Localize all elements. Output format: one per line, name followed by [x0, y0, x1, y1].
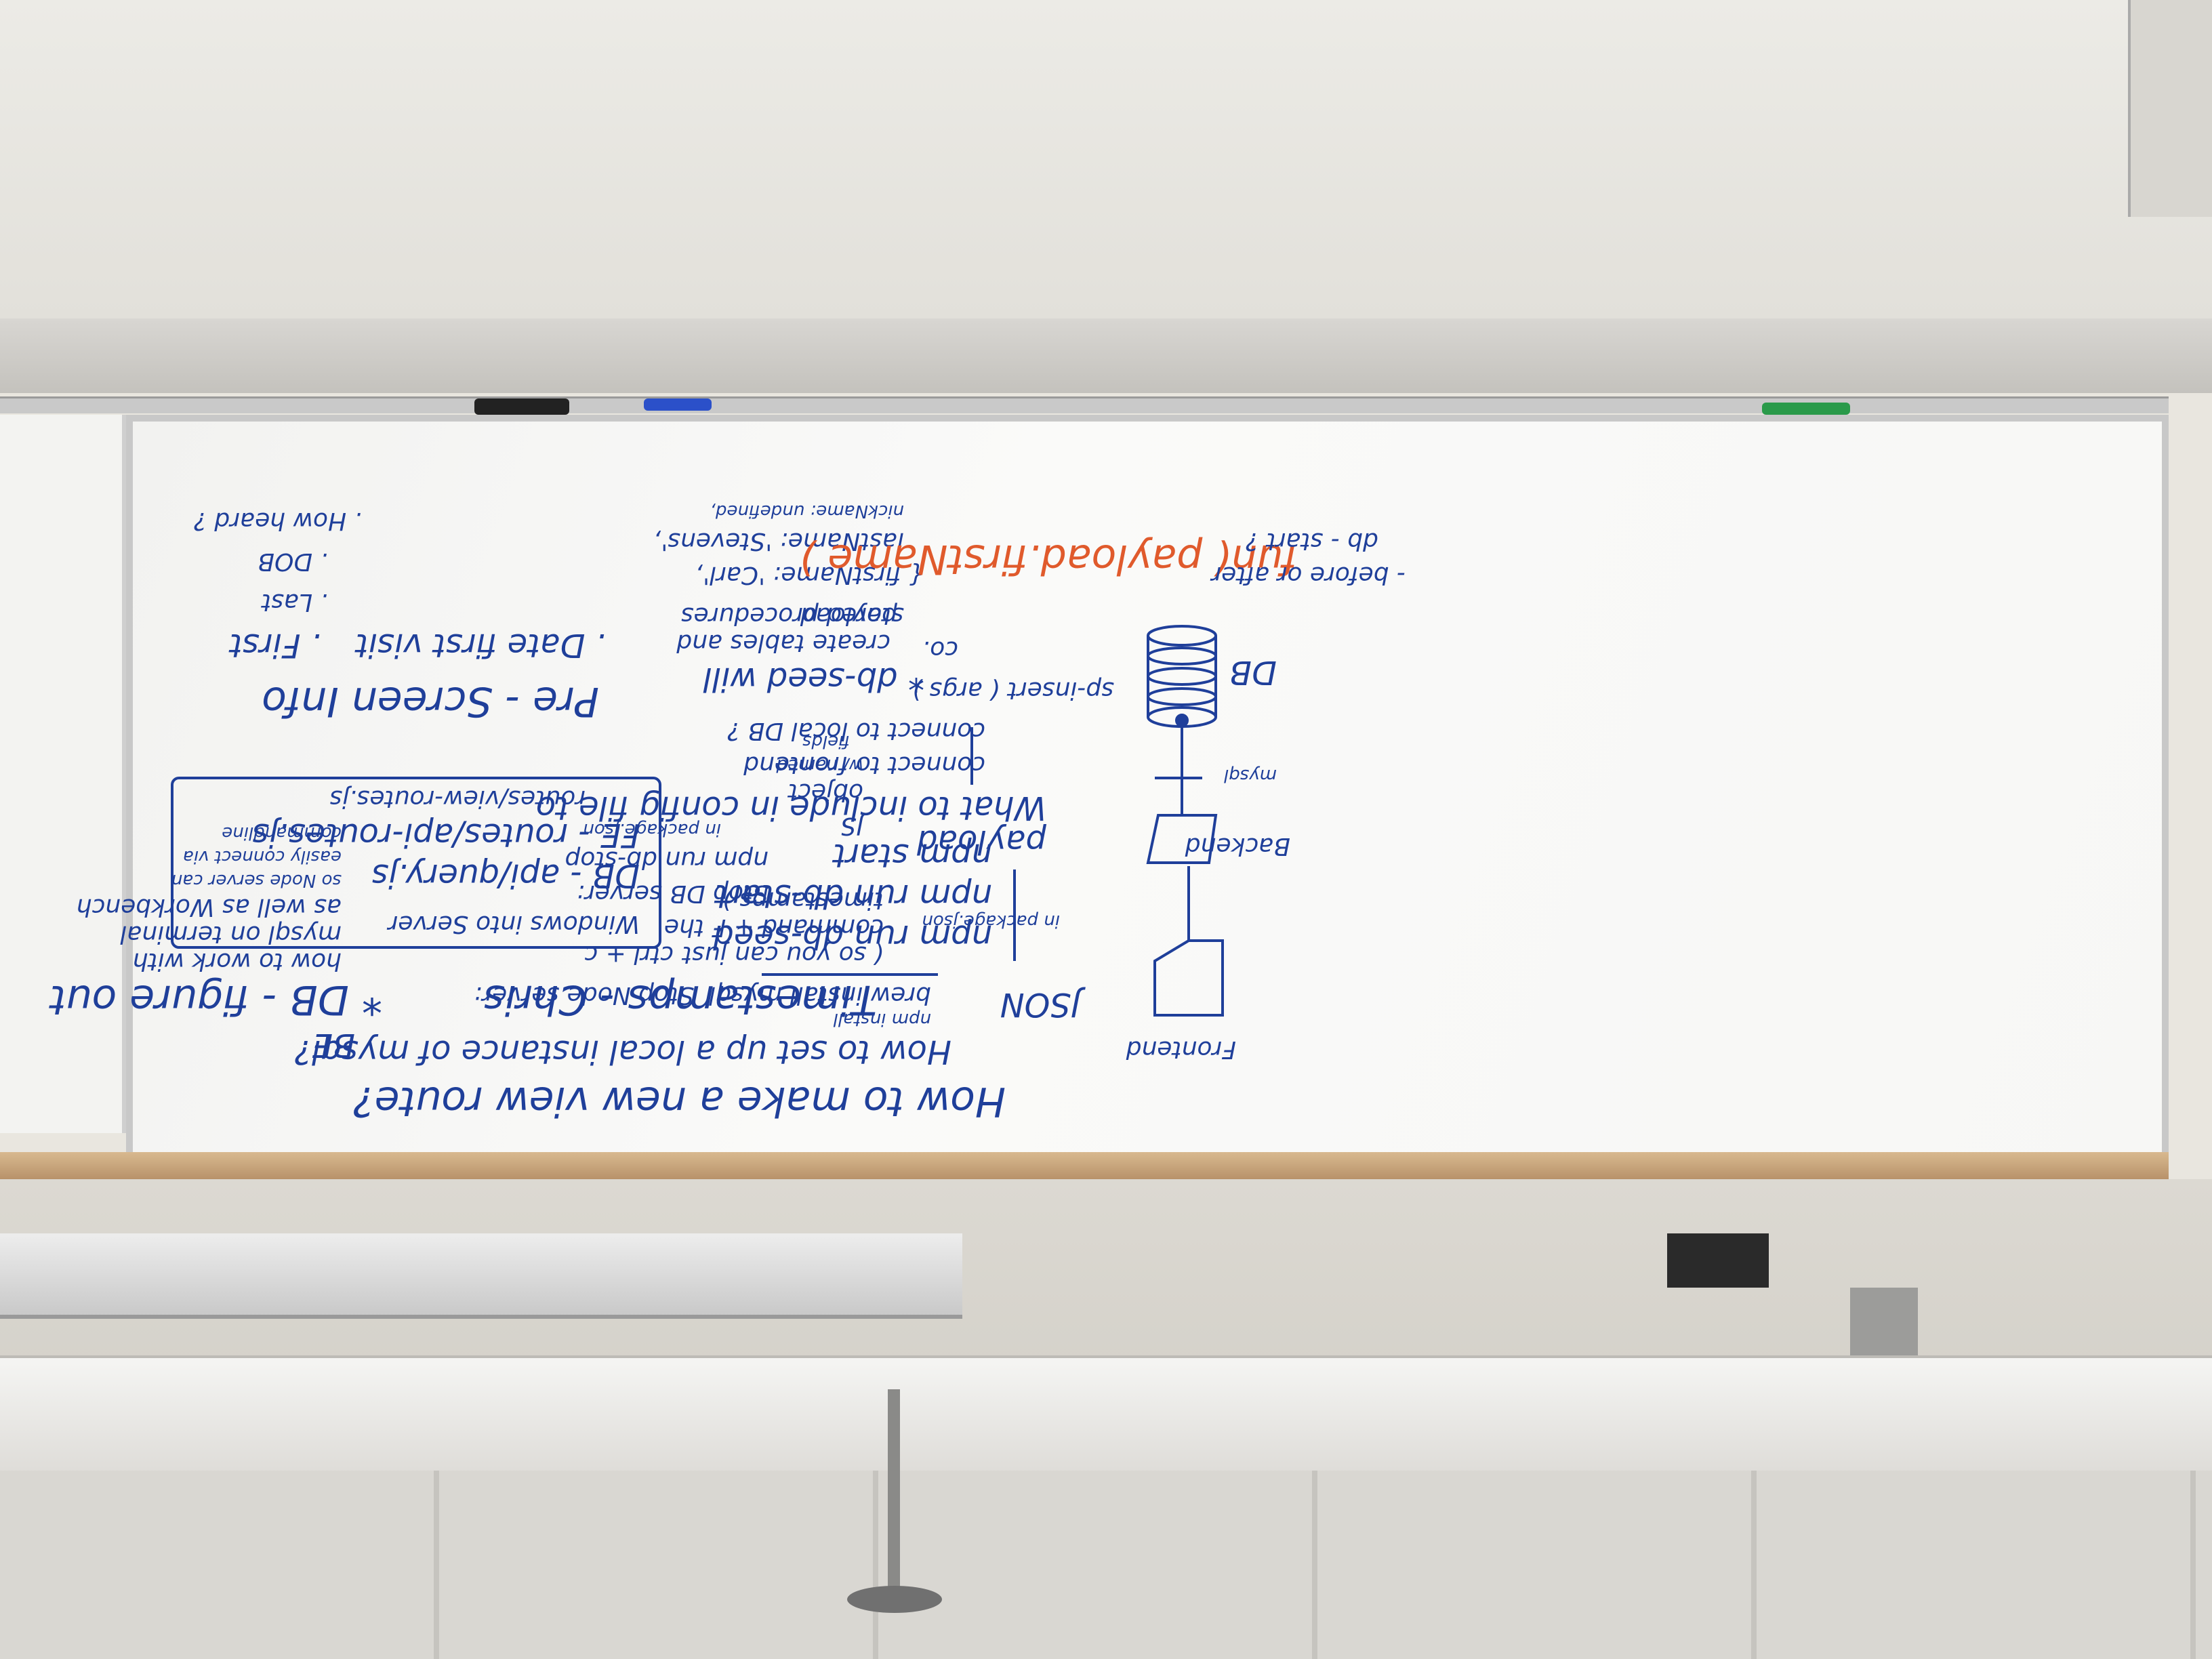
desk-top: [0, 1355, 2212, 1473]
frontend-box: [1153, 939, 1224, 1017]
fe-view-routes: routes/view-routes.js: [329, 785, 586, 813]
fe-api-routes: FE - routes/api-routes.js: [252, 816, 640, 854]
pre-screen-how-heard: . How heard ?: [193, 507, 362, 535]
timestamps-note-2: command + F the: [664, 914, 884, 941]
work-with-3: as well as Workbench: [76, 893, 342, 921]
diagram-frontend-label: Frontend: [1126, 1036, 1236, 1063]
pole-base: [847, 1586, 942, 1613]
js-object-2: object: [788, 778, 863, 806]
pre-screen-dob: . DOB: [258, 548, 328, 575]
timestamps-chris: Timestamps - Chris: [483, 976, 877, 1023]
config-q3: connect to local DB ?: [727, 717, 985, 745]
timestamps-note-3: timestamps ): [722, 886, 884, 914]
upper-wall: [0, 0, 2212, 325]
timestamps-note-1: ( so you can just: [682, 941, 884, 968]
before-after: - before or after: [1211, 561, 1406, 589]
wood-ledge: [0, 1152, 2169, 1179]
windows-server-box: [171, 777, 661, 949]
create-tables: create tables and: [676, 629, 890, 657]
pre-screen-info: Pre - Screen Info: [262, 678, 599, 725]
diagram-db-label: DB: [1229, 653, 1277, 691]
work-with-1: how to work with: [132, 947, 342, 975]
how-local-mysql: How to set up a local instance of mysql?: [294, 1033, 951, 1071]
stored-procedures: stored procedures: [680, 602, 904, 630]
sp-insert-label: sp-insert ( args ): [912, 676, 1114, 704]
payload-obj-3: nickName: undefined,: [710, 501, 904, 521]
green-marker: [1762, 403, 1850, 415]
payload-label: payload: [917, 823, 1046, 861]
db-api-query: DB - api/query.js: [371, 857, 640, 895]
db-figure-out: * DB - figure out: [49, 976, 382, 1023]
co-note: co.: [922, 636, 958, 663]
screen-case: [0, 1233, 962, 1319]
be-label: BE: [312, 1026, 355, 1064]
json-label: JSON: [1000, 985, 1080, 1023]
blue-marker: [644, 398, 712, 411]
work-with-2: mysql on terminal: [120, 920, 342, 948]
ceiling-projector-box: [2128, 0, 2212, 217]
date-first-visit: . Date first visit: [355, 626, 606, 664]
power-box: [1667, 1233, 1769, 1288]
how-new-view-route: How to make a new view route?: [352, 1078, 1006, 1125]
ctrl-c: ctrl + c: [584, 941, 674, 968]
db-seed-will: * db-seed will: [703, 660, 924, 698]
js-object-4: fields: [802, 731, 850, 752]
db-cylinder: [1147, 625, 1217, 728]
backend-box: [1146, 814, 1218, 864]
js-object-1: JS: [840, 812, 863, 840]
black-marker: [474, 398, 569, 415]
db-start-q: db - start ?: [1246, 527, 1378, 555]
left-board-panel: [0, 415, 126, 1133]
ceiling-tiles: [0, 1471, 2212, 1659]
diagram-backend-label: Backend: [1185, 832, 1290, 860]
js-object-3: w/ named: [776, 755, 863, 775]
metal-pole: [888, 1389, 900, 1593]
pre-screen-last: . Last: [262, 588, 328, 616]
work-with-4: so Node server can: [171, 870, 342, 890]
diagram-mysql-label: mysql: [1224, 765, 1277, 785]
windows-into-server: Windows into Server: [388, 910, 640, 938]
pre-screen-first: . First: [229, 626, 321, 664]
map-rail: [0, 319, 2212, 393]
